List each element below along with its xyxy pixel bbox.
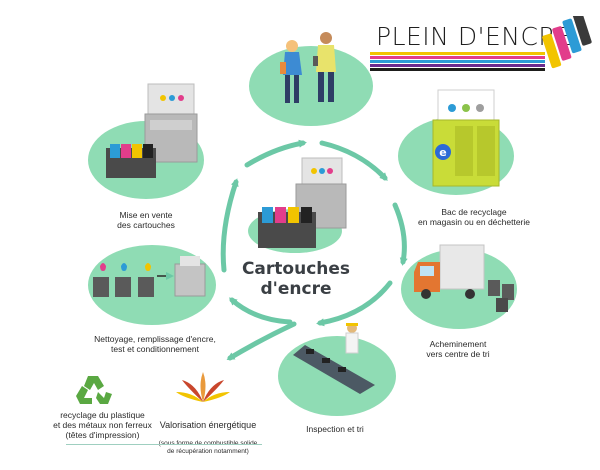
- label-inspection: Inspection et tri: [306, 424, 364, 434]
- brand-logo: PLEIN D'ENCRE: [370, 16, 592, 72]
- cycle-arrows: [220, 139, 408, 361]
- brand-title: PLEIN D'ENCRE: [376, 22, 573, 51]
- arrow-bin-to-transport: [392, 202, 408, 266]
- center-title-line2: d'encre: [260, 279, 332, 299]
- footer-divider: [66, 444, 262, 445]
- stripe-cyan: [370, 60, 545, 63]
- cartridge-pack-icon: [106, 144, 156, 178]
- label-sale: Mise en vente des cartouches: [117, 210, 175, 230]
- center-title: Cartouches d'encre: [236, 259, 356, 299]
- person-woman-icon: [280, 40, 302, 103]
- node-inspection: [278, 323, 396, 416]
- svg-text:e: e: [439, 146, 446, 159]
- center-title-line1: Cartouches: [241, 259, 351, 279]
- label-transport: Acheminement vers centre de tri: [426, 339, 490, 359]
- label-energy-sub: (sous forme de combustible solide de réc…: [159, 440, 258, 455]
- stripe-purple: [370, 64, 545, 67]
- flame-leaf-icon: [176, 372, 230, 402]
- label-recycling: recyclage du plastique et des métaux non…: [53, 410, 152, 440]
- arrow-to-waste: [226, 321, 297, 361]
- stripe-magenta: [370, 56, 545, 59]
- node-transport: [401, 244, 517, 329]
- arrow-inspection-to-cleaning: [228, 297, 293, 325]
- arrow-buyers-to-bin: [319, 140, 388, 181]
- node-cleaning: [88, 245, 216, 325]
- label-bin: Bac de recyclage en magasin ou en déchet…: [418, 207, 530, 227]
- node-sale: [88, 83, 204, 199]
- label-cleaning: Nettoyage, remplissage d'encre, test et …: [94, 334, 216, 354]
- cartridge-box-icon: [144, 83, 198, 163]
- cleaning-process-icon: [93, 256, 206, 297]
- arrow-transport-to-inspection: [316, 280, 393, 327]
- conveyor-worker-icon: [293, 323, 375, 394]
- arrow-sale-to-buyers: [244, 139, 307, 168]
- node-bin: e: [398, 89, 514, 195]
- node-buyers: [249, 32, 373, 126]
- recycling-bin-icon: e: [432, 89, 500, 187]
- brand-stripes: [370, 52, 545, 71]
- label-energy-title: Valorisation énergétique: [159, 420, 257, 430]
- brand-cartridges-icon: [542, 16, 592, 69]
- stripe-yellow: [370, 52, 545, 55]
- recycle-icon: [76, 376, 112, 404]
- label-energy: Valorisation énergétique (sous forme de …: [148, 410, 268, 466]
- arrow-cleaning-to-sale: [220, 178, 239, 273]
- center-cartridges-icon: [258, 157, 347, 248]
- node-center: [248, 157, 347, 253]
- stripe-black: [370, 68, 545, 71]
- delivery-truck-icon: [414, 244, 514, 312]
- person-man-icon: [313, 32, 336, 102]
